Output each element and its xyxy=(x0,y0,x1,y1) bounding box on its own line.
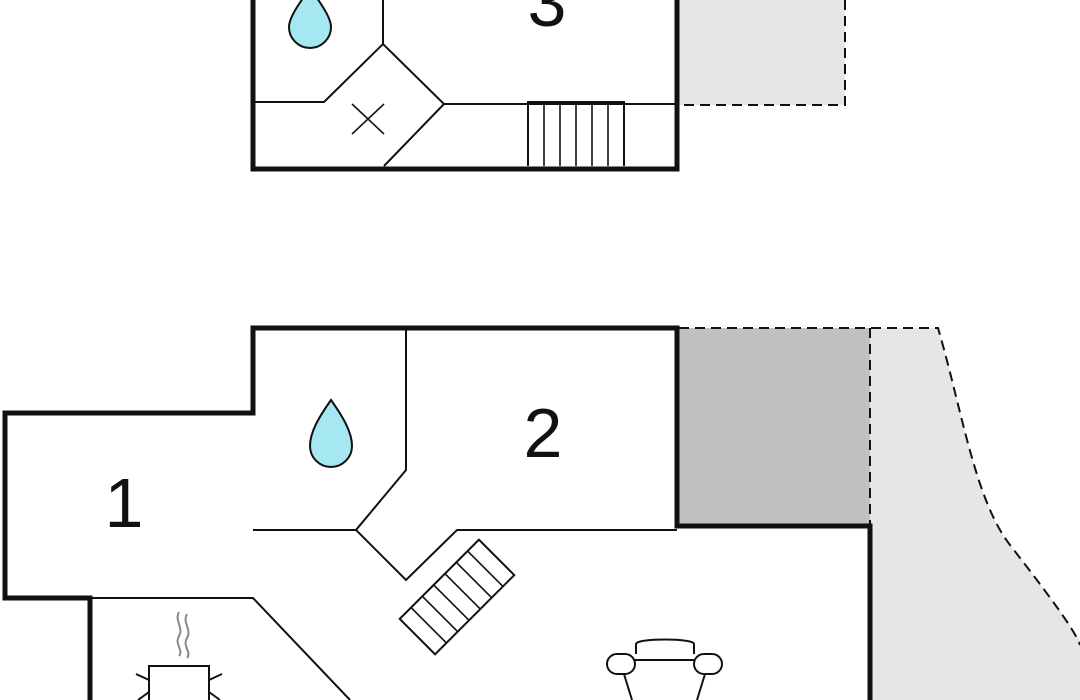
x-mark-icon xyxy=(351,103,385,135)
stairs-icon xyxy=(527,101,625,166)
armchair-icon xyxy=(606,638,723,700)
water-drop-icon xyxy=(287,0,333,49)
upper-exterior-walls xyxy=(250,0,680,172)
ground-floor: 1 2 xyxy=(2,325,1080,700)
terrace-outline xyxy=(679,327,1080,646)
stairs-icon xyxy=(398,538,516,656)
room-label-1: 1 xyxy=(105,464,144,542)
water-drop-icon xyxy=(308,398,354,468)
upper-terrace xyxy=(679,0,845,105)
open-terrace xyxy=(870,328,1080,700)
covered-terrace xyxy=(679,328,870,526)
stove-icon xyxy=(135,611,223,700)
room-label-2: 2 xyxy=(524,394,563,472)
ground-inner-walls xyxy=(90,328,677,700)
upper-terrace-outline xyxy=(679,0,846,106)
upper-floor: 3 xyxy=(250,0,846,172)
room-label-3: 3 xyxy=(528,0,567,41)
ground-exterior-walls xyxy=(2,325,873,700)
